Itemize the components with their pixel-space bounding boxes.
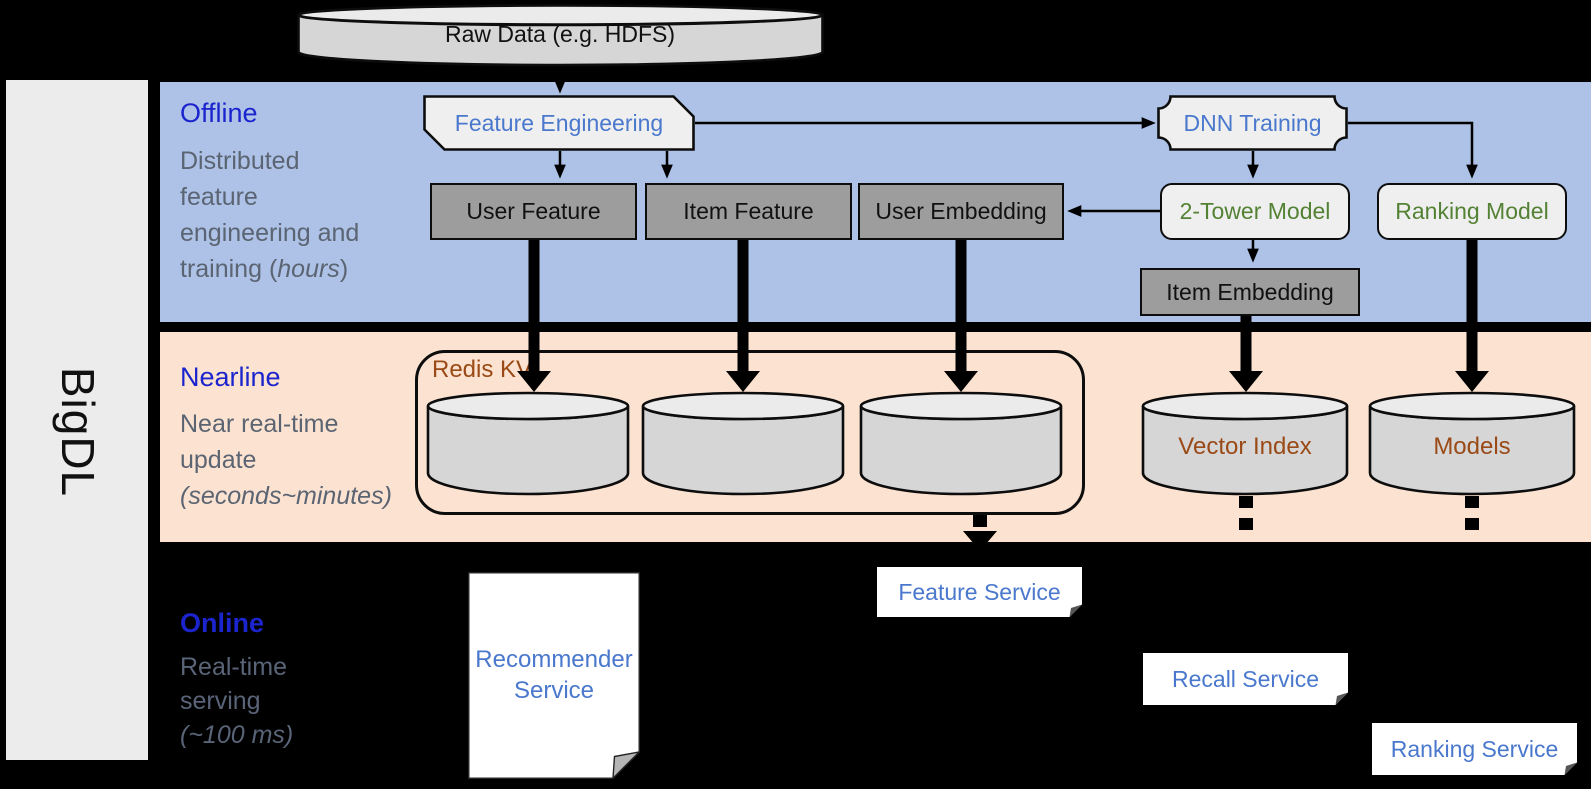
models-cylinder — [1368, 391, 1576, 496]
user-feature-label: User Feature — [466, 198, 601, 224]
ranking-model-box — [1377, 183, 1567, 240]
redis-kv-label: Redis KV — [432, 356, 533, 383]
two-tower-model-label: 2-Tower Model — [1179, 198, 1331, 224]
feature-service-label: Feature Service — [898, 578, 1061, 605]
item-embedding-label: Item Embedding — [1166, 278, 1334, 305]
raw-data-label: Raw Data (e.g. HDFS) — [444, 20, 676, 47]
ranking-service-label: Ranking Service — [1390, 735, 1559, 762]
ranking-service-doc — [1372, 723, 1577, 775]
redis-cylinder-3 — [859, 391, 1063, 496]
online-description: Real-time serving (~100 ms) — [180, 653, 294, 749]
recall-service-doc — [1143, 653, 1348, 705]
dnn-training-label: DNN Training — [1183, 109, 1322, 136]
vector-index-cylinder — [1141, 391, 1349, 496]
bigdl-vertical-label: BigDL — [52, 366, 104, 498]
user-embedding-label: User Embedding — [875, 198, 1047, 224]
models-label: Models — [1433, 433, 1511, 460]
item-embedding-box — [1140, 268, 1360, 316]
user-feature-box — [430, 183, 637, 240]
offline-title: Offline — [180, 98, 258, 128]
recommender-service-doc — [468, 572, 640, 779]
redis-cylinder-2 — [641, 391, 845, 496]
ranking-model-label: Ranking Model — [1395, 198, 1549, 224]
raw-data-cylinder — [297, 4, 824, 67]
redis-cylinder-1 — [426, 391, 630, 496]
redis-kv-container — [415, 350, 1085, 515]
vector-index-label: Vector Index — [1178, 433, 1312, 460]
nearline-title: Nearline — [180, 362, 281, 392]
two-tower-model-box — [1160, 183, 1350, 240]
recall-service-label: Recall Service — [1172, 665, 1319, 692]
bigdl-sidebar — [6, 80, 148, 760]
item-feature-box — [645, 183, 852, 240]
feature-engineering-box — [423, 95, 695, 151]
item-feature-label: Item Feature — [683, 198, 814, 224]
user-embedding-box — [858, 183, 1064, 240]
offline-description: Distributed feature engineering and trai… — [180, 147, 360, 283]
recommender-service-label: Recommender Service — [475, 646, 633, 704]
online-title: Online — [180, 608, 265, 638]
nearline-description: Near real-time update (seconds~minutes) — [180, 410, 392, 510]
feature-engineering-label: Feature Engineering — [454, 109, 664, 136]
dnn-training-box — [1157, 95, 1348, 151]
feature-service-doc — [877, 567, 1082, 617]
